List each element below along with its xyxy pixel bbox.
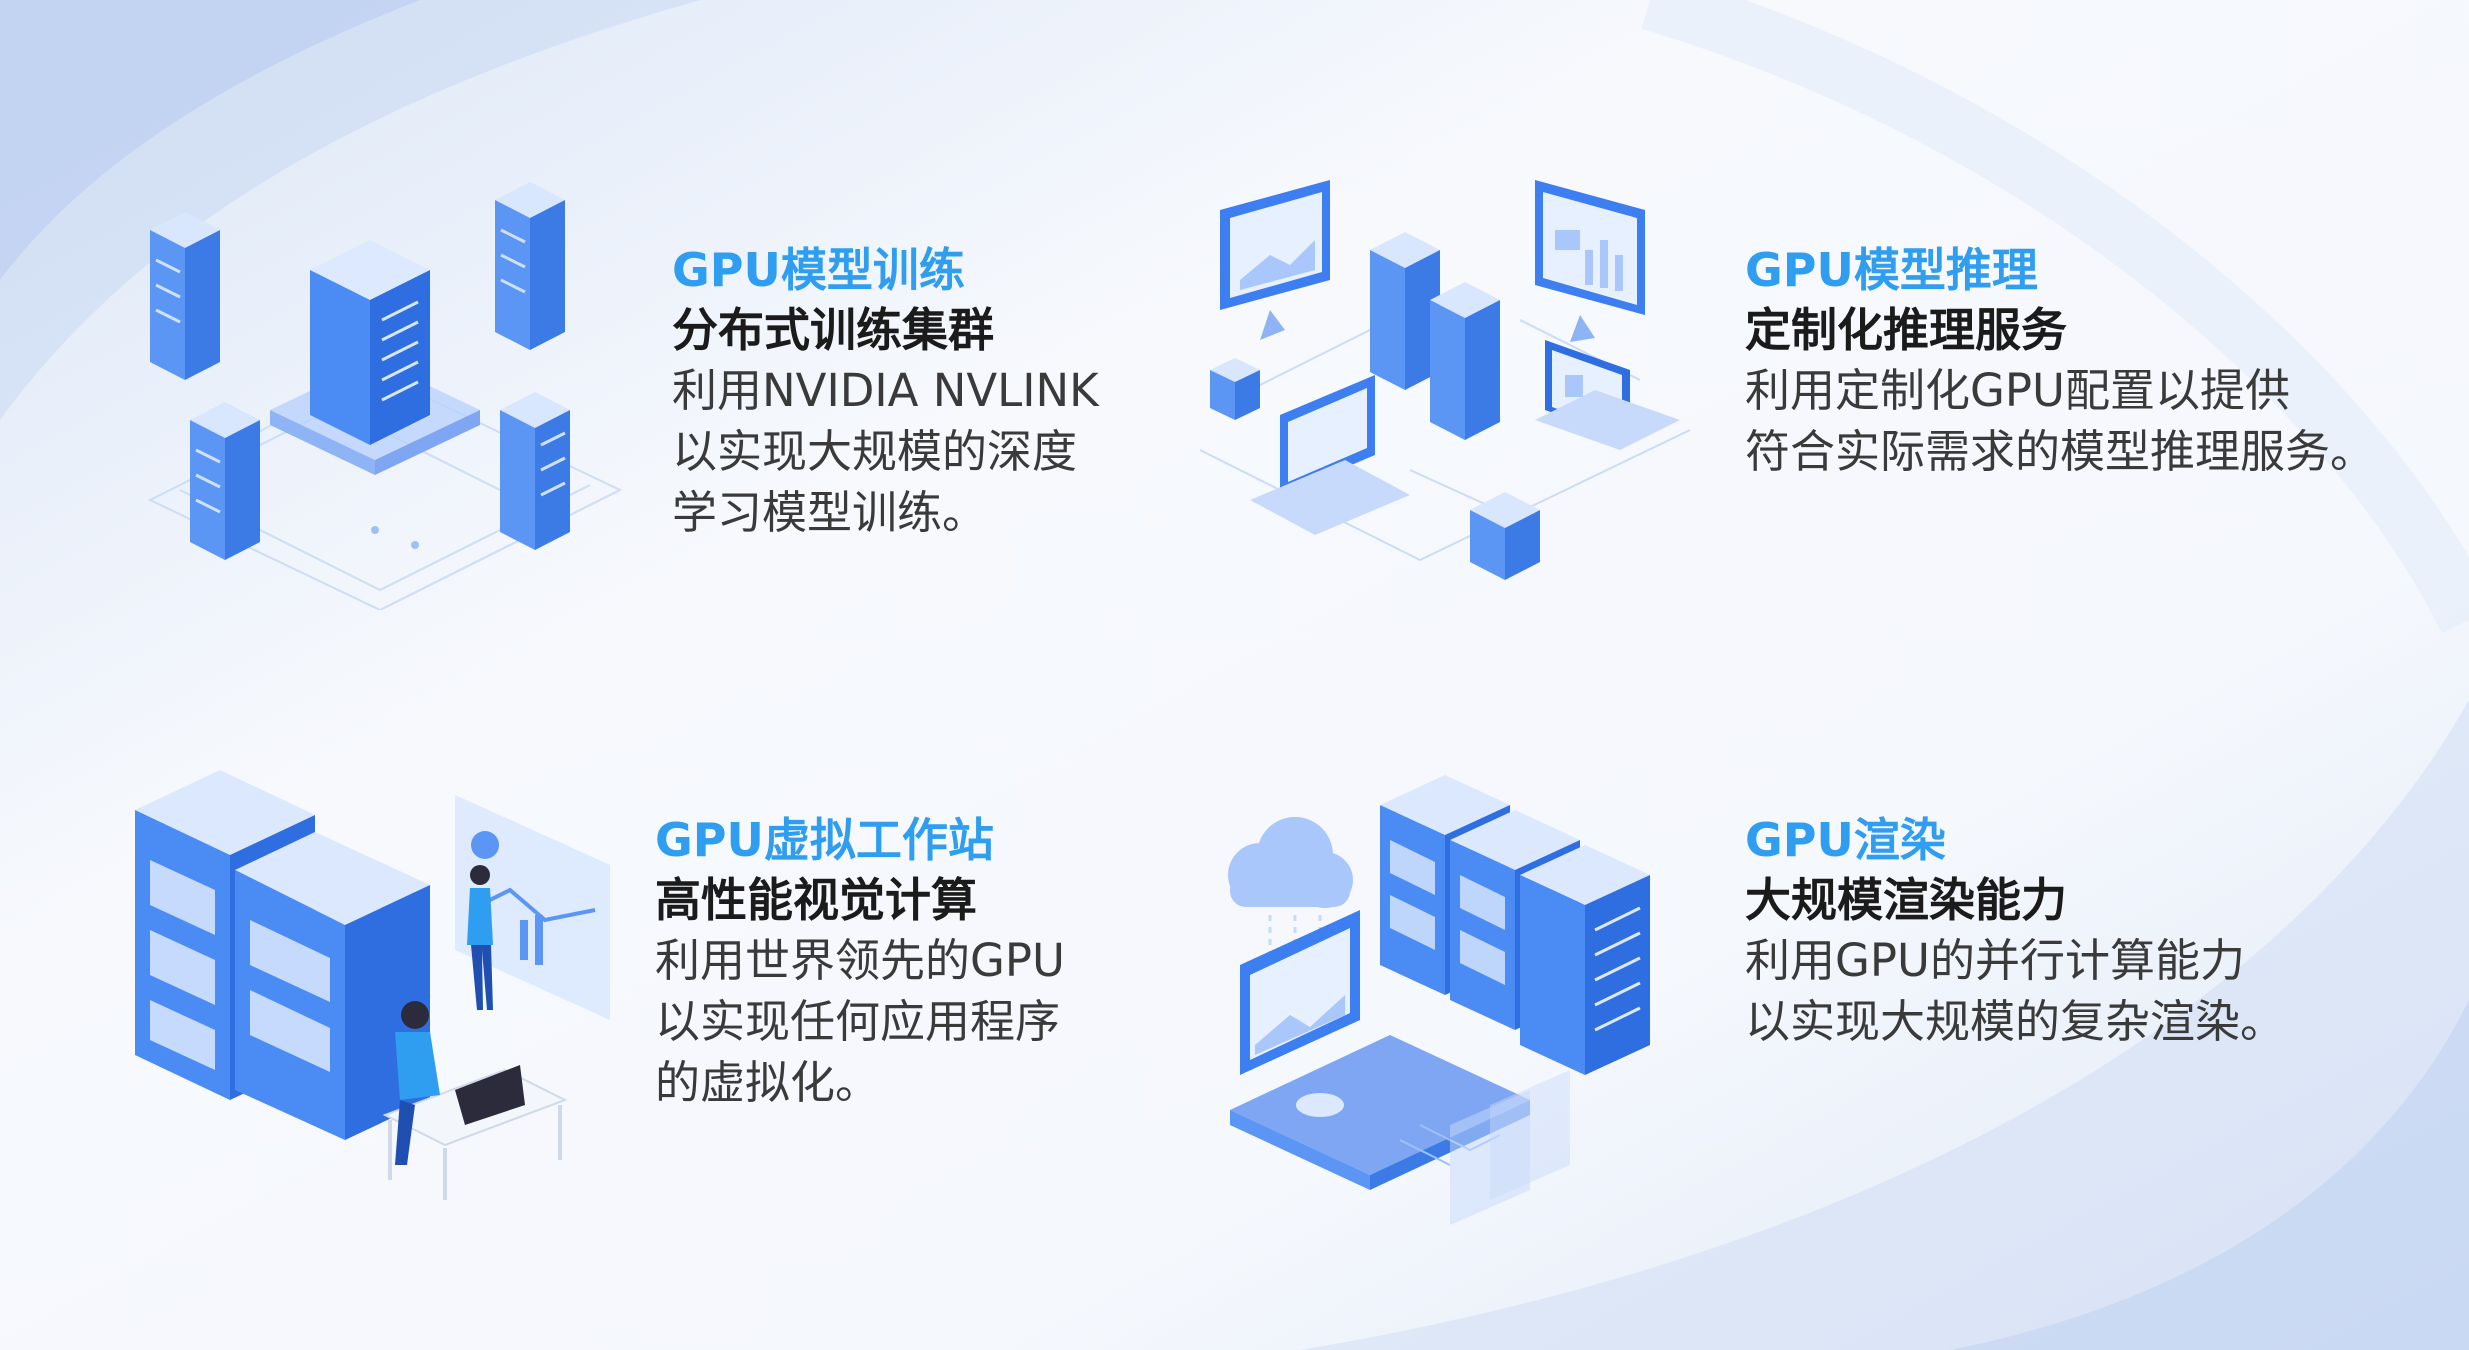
card-subtitle: 分布式训练集群 bbox=[672, 303, 994, 357]
card-desc-line: 以实现大规模的深度 bbox=[672, 425, 1078, 478]
card-subtitle: 定制化推理服务 bbox=[1745, 303, 2067, 357]
card-desc-line: 符合实际需求的模型推理服务。 bbox=[1745, 425, 2376, 478]
virtual-workstation-icon bbox=[135, 770, 610, 1200]
card-desc-line: 以实现任何应用程序 bbox=[655, 995, 1061, 1048]
card-subtitle: 大规模渲染能力 bbox=[1745, 873, 2067, 927]
card-desc-line: 利用GPU的并行计算能力 bbox=[1745, 934, 2245, 987]
card-title: GPU模型推理 bbox=[1745, 243, 2038, 297]
card-subtitle: 高性能视觉计算 bbox=[655, 873, 977, 927]
card-desc-line: 以实现大规模的复杂渲染。 bbox=[1745, 995, 2286, 1048]
server-cluster-icon bbox=[147, 182, 623, 610]
card-desc-line: 利用定制化GPU配置以提供 bbox=[1745, 364, 2290, 417]
cloud-render-icon bbox=[1228, 775, 1650, 1225]
card-title: GPU虚拟工作站 bbox=[655, 813, 994, 867]
card-title: GPU渲染 bbox=[1745, 813, 1946, 867]
card-desc-line: 利用NVIDIA NVLINK bbox=[672, 364, 1099, 417]
card-desc-line: 学习模型训练。 bbox=[672, 486, 988, 539]
card-title: GPU模型训练 bbox=[672, 243, 965, 297]
inference-network-icon bbox=[1199, 180, 1691, 580]
card-desc-line: 的虚拟化。 bbox=[655, 1056, 881, 1109]
card-desc-line: 利用世界领先的GPU bbox=[655, 934, 1065, 987]
